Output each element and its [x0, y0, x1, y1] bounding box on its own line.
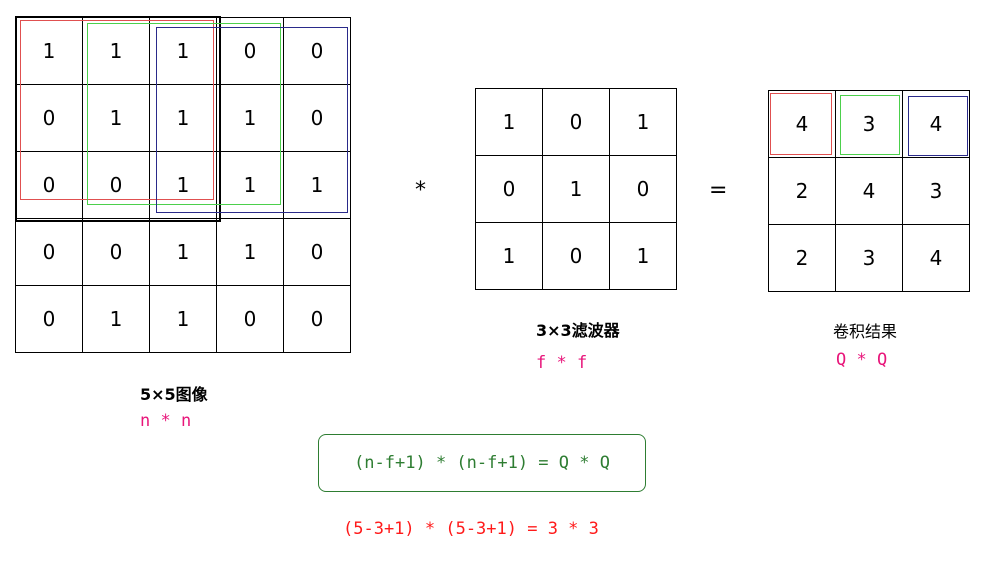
input-cell: 1 [83, 85, 150, 152]
input-image-grid: 1 1 1 0 0 0 1 1 1 0 0 0 1 1 1 0 0 1 1 0 … [15, 17, 351, 353]
filter-cell: 0 [610, 156, 677, 223]
filter-cell: 0 [543, 89, 610, 156]
filter-caption: 3×3滤波器 [536, 321, 620, 340]
input-cell: 1 [16, 18, 83, 85]
input-cell: 0 [284, 286, 351, 353]
input-cell: 0 [83, 152, 150, 219]
filter-cell: 1 [476, 223, 543, 290]
input-cell: 1 [83, 18, 150, 85]
input-cell: 1 [150, 18, 217, 85]
result-caption: 卷积结果 [833, 322, 898, 341]
filter-cell: 0 [476, 156, 543, 223]
equals-operator: = [709, 178, 728, 203]
input-cell: 0 [217, 286, 284, 353]
input-cell: 1 [217, 152, 284, 219]
result-cell: 3 [903, 158, 970, 225]
input-caption: 5×5图像 [140, 385, 208, 404]
filter-size-expr: f * f [536, 353, 588, 373]
input-cell: 0 [284, 18, 351, 85]
filter-cell: 1 [476, 89, 543, 156]
input-cell: 1 [284, 152, 351, 219]
input-cell: 1 [150, 85, 217, 152]
result-cell: 2 [769, 158, 836, 225]
input-cell: 1 [83, 286, 150, 353]
result-cell: 4 [903, 91, 970, 158]
input-cell: 0 [16, 286, 83, 353]
filter-cell: 1 [610, 89, 677, 156]
filter-grid: 1 0 1 0 1 0 1 0 1 [475, 88, 677, 290]
input-cell: 0 [16, 85, 83, 152]
input-cell: 0 [16, 152, 83, 219]
result-cell: 4 [769, 91, 836, 158]
filter-cell: 1 [610, 223, 677, 290]
example-formula: (5-3+1) * (5-3+1) = 3 * 3 [343, 519, 599, 539]
input-cell: 0 [83, 219, 150, 286]
filter-cell: 1 [543, 156, 610, 223]
input-cell: 0 [217, 18, 284, 85]
general-formula: (n-f+1) * (n-f+1) = Q * Q [354, 453, 610, 473]
result-cell: 2 [769, 225, 836, 292]
filter-cell: 0 [543, 223, 610, 290]
general-formula-box: (n-f+1) * (n-f+1) = Q * Q [318, 434, 646, 492]
input-cell: 1 [150, 286, 217, 353]
input-cell: 1 [217, 85, 284, 152]
input-cell: 1 [150, 219, 217, 286]
result-cell: 3 [836, 225, 903, 292]
result-cell: 4 [836, 158, 903, 225]
input-cell: 0 [16, 219, 83, 286]
convolution-operator: * [415, 178, 426, 203]
result-size-expr: Q * Q [836, 350, 888, 370]
result-cell: 3 [836, 91, 903, 158]
result-cell: 4 [903, 225, 970, 292]
input-cell: 1 [150, 152, 217, 219]
result-grid: 4 3 4 2 4 3 2 3 4 [768, 90, 970, 292]
input-cell: 1 [217, 219, 284, 286]
input-cell: 0 [284, 219, 351, 286]
input-cell: 0 [284, 85, 351, 152]
input-size-expr: n * n [140, 411, 192, 431]
